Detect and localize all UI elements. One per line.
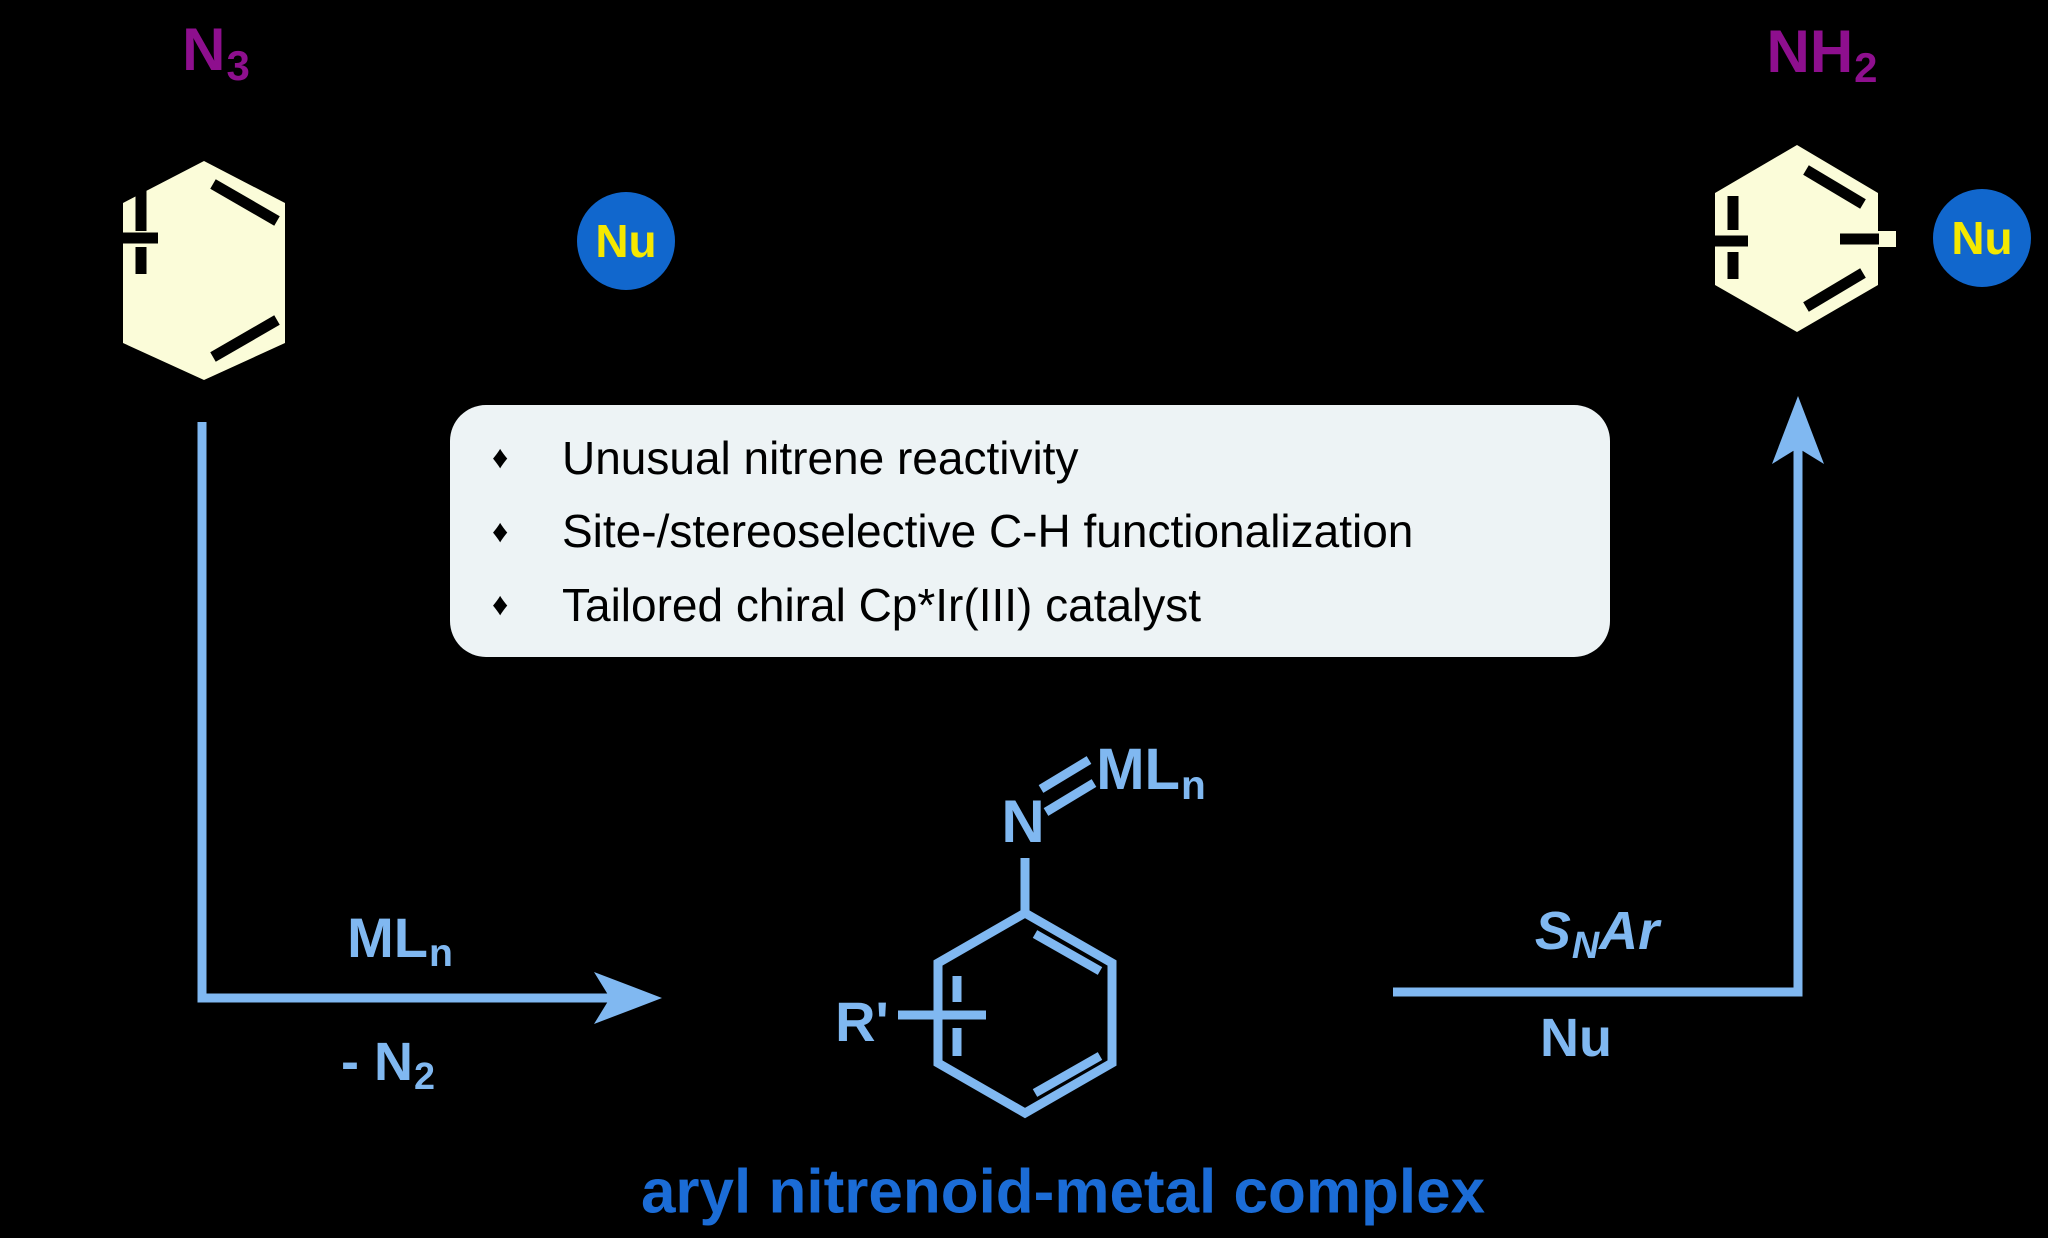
- highlight-row-2: ♦ Site-/stereoselective C-H functionaliz…: [450, 504, 1610, 558]
- left-arrow-byproduct-label: - N2: [340, 1032, 435, 1096]
- right-arrow-mechanism-label: SNAr: [1534, 901, 1660, 965]
- scheme-caption: aryl nitrenoid-metal complex: [641, 1157, 1485, 1228]
- highlight-row-3: ♦ Tailored chiral Cp*Ir(III) catalyst: [450, 578, 1610, 632]
- snar-subscript-n: N: [1571, 925, 1600, 968]
- reactant-azide-subscript: 3: [226, 42, 250, 90]
- reactant-azide-main: N: [182, 16, 226, 83]
- diamond-bullet-icon: ♦: [492, 512, 509, 549]
- snar-s: S: [1534, 901, 1571, 961]
- intermediate-metal-label: MLn: [1096, 741, 1206, 806]
- product-double-bond-ticks: [1705, 165, 1879, 312]
- diamond-bullet-icon: ♦: [492, 439, 509, 475]
- right-reaction-arrow: [1393, 396, 1824, 997]
- intermediate-structure: [898, 756, 1117, 1119]
- reactant-double-bond-ticks: [117, 179, 280, 362]
- product-amine-subscript: 2: [1854, 44, 1878, 92]
- product-amine-label: NH2: [1766, 22, 1877, 89]
- intermediate-nitrogen-label: N: [1001, 792, 1044, 852]
- metal-ligand-subscript: n: [1180, 761, 1206, 808]
- left-arrow-reagent-label: MLn: [347, 910, 453, 974]
- nucleophile-label: Nu: [595, 215, 657, 267]
- nucleophile-circle-right: Nu: [1933, 189, 2031, 287]
- reactant-azide-label: N3: [182, 20, 250, 87]
- metal-ligand-label: ML: [1096, 737, 1180, 802]
- right-arrow-nucleophile-label: Nu: [1540, 1011, 1612, 1065]
- nitrogen-atom-label: N: [1001, 788, 1045, 855]
- highlight-row-1: ♦ Unusual nitrene reactivity: [450, 431, 1610, 485]
- reactant-benzene-ring: [117, 161, 285, 380]
- reactant-ring-body: [123, 161, 285, 380]
- right-arrowhead: [1772, 396, 1824, 464]
- intermediate-benzene-ring: [933, 907, 1117, 1119]
- intermediate-substituent-label: R': [835, 994, 889, 1050]
- minus-n2-main: - N: [340, 1032, 413, 1092]
- nucleophile-circle-left: Nu: [577, 192, 675, 290]
- highlight-text-3: Tailored chiral Cp*Ir(III) catalyst: [562, 578, 1202, 631]
- product-benzene-ring: [1705, 145, 1896, 332]
- nu-text-label: Nu: [1540, 1008, 1612, 1068]
- nitrogen-metal-double-bond: [1043, 779, 1097, 816]
- left-arrowhead: [594, 972, 662, 1024]
- snar-ar: Ar: [1599, 901, 1660, 961]
- product-amine-main: NH: [1766, 18, 1854, 85]
- diamond-bullet-icon: ♦: [492, 586, 509, 622]
- metal-ligand-subscript: n: [428, 932, 453, 976]
- nucleophile-label: Nu: [1951, 212, 2013, 264]
- highlights-box: ♦ Unusual nitrene reactivity ♦ Site-/ste…: [450, 405, 1610, 657]
- minus-n2-subscript: 2: [413, 1056, 436, 1099]
- left-reaction-arrow: [197, 422, 662, 1024]
- metal-ligand-label: ML: [347, 906, 428, 969]
- caption-text: aryl nitrenoid-metal complex: [640, 1157, 1486, 1227]
- highlight-text-1: Unusual nitrene reactivity: [562, 431, 1079, 484]
- r-prime-label: R': [835, 990, 889, 1053]
- highlight-text-2: Site-/stereoselective C-H functionalizat…: [562, 505, 1414, 557]
- product-nu-bond-stub: [1874, 231, 1896, 247]
